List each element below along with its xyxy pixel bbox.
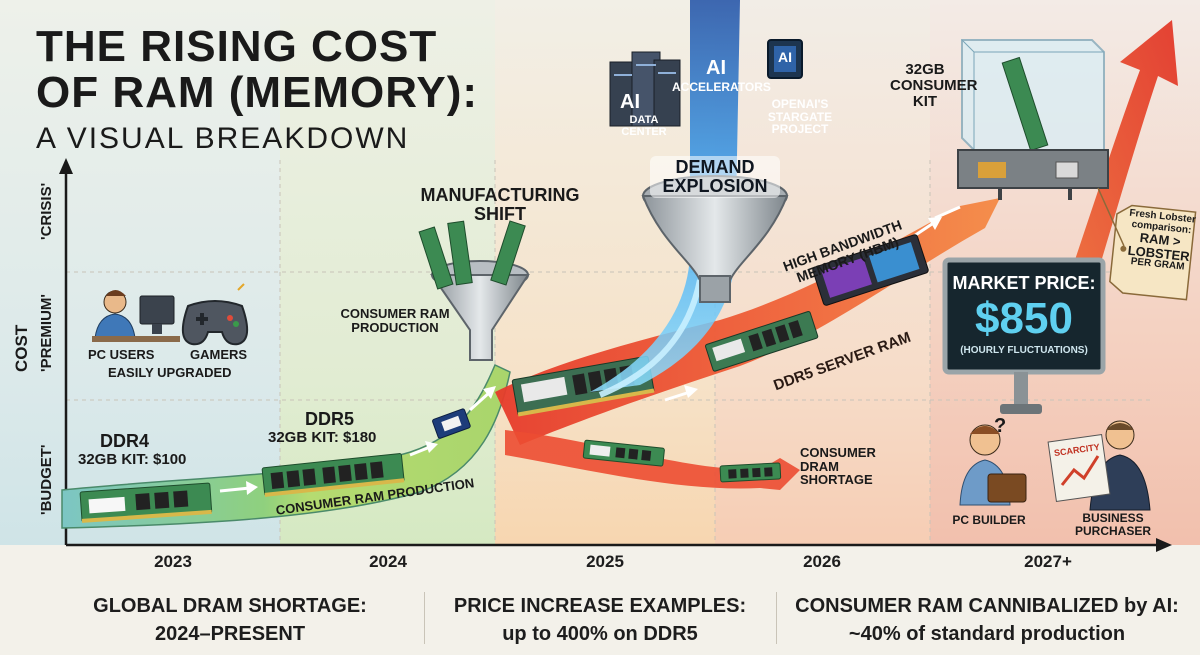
consumer-kit-label: 32GB CONSUMER KIT xyxy=(890,61,978,110)
hbm-chip xyxy=(812,234,929,306)
year-2026: 2026 xyxy=(803,552,841,571)
lobster-tag-text: Fresh Lobster comparison: RAM > LOBSTER … xyxy=(1117,208,1200,275)
pc-user-icon xyxy=(92,290,180,342)
axes xyxy=(59,158,1172,552)
shortage-stick-2 xyxy=(719,462,782,483)
server-stick-2 xyxy=(705,311,819,372)
footer-divider-2 xyxy=(776,592,777,644)
footer-left: GLOBAL DRAM SHORTAGE: 2024–PRESENT xyxy=(40,592,420,648)
ai-data-center-small: DATA CENTER xyxy=(621,114,667,138)
ddr4-stick xyxy=(79,482,213,523)
page-subtitle: A VISUAL BREAKDOWN xyxy=(36,122,410,155)
gamepad-icon xyxy=(181,283,249,346)
footer-divider-1 xyxy=(424,592,425,644)
year-2024: 2024 xyxy=(369,552,407,571)
footer-left-line-2: 2024–PRESENT xyxy=(154,623,306,645)
footer-mid-line-2: up to 400% on DDR5 xyxy=(502,623,698,645)
easily-upgraded-label: EASILY UPGRADED xyxy=(108,365,232,380)
manufacturing-funnel xyxy=(418,220,530,361)
ai-accelerators-small: ACCELERATORS xyxy=(672,80,771,94)
ai-chip-icon xyxy=(767,39,803,79)
page-title: THE RISING COST OF RAM (MEMORY): A VISUA… xyxy=(36,24,478,156)
lobster-tag xyxy=(1109,204,1197,301)
billboard-price: $850 xyxy=(975,294,1073,343)
footer-right-line-2: ~40% of standard production xyxy=(848,623,1126,645)
pc-users-label: PC USERS xyxy=(88,347,155,362)
ddr5-stick xyxy=(261,453,405,497)
shortage-stick-1 xyxy=(582,439,665,467)
billboard-heading: MARKET PRICE: xyxy=(952,273,1096,293)
year-2023: 2023 xyxy=(154,552,192,571)
consumer-production-funnel-label: CONSUMER RAM PRODUCTION xyxy=(340,306,450,335)
title-line-2: OF RAM (MEMORY): xyxy=(36,68,479,117)
server-rack-icon xyxy=(609,51,681,127)
footer-right-line-1: CONSUMER RAM CANNIBALIZED by AI: xyxy=(795,595,1179,617)
business-purchaser-icon xyxy=(1047,420,1151,511)
y-level-premium: 'PREMIUM' xyxy=(38,294,55,372)
title-line-1: THE RISING COST xyxy=(36,22,438,71)
pc-builder-icon xyxy=(959,424,1027,506)
question-mark: ? xyxy=(994,415,1007,437)
demand-explosion-label: DEMAND EXPLOSION xyxy=(650,156,780,198)
billboard-note: (HOURLY FLUCTUATIONS) xyxy=(960,345,1088,356)
pc-builder-label: PC BUILDER xyxy=(952,513,1026,527)
ddr5-name: DDR5 xyxy=(305,409,355,429)
y-axis-label: COST xyxy=(12,324,31,372)
beam-curve xyxy=(598,279,703,398)
chip-icon xyxy=(432,408,471,439)
ai-accelerators-big: AI xyxy=(706,57,726,79)
y-level-budget: 'BUDGET' xyxy=(38,444,55,515)
business-purchaser-label: BUSINESS PURCHASER xyxy=(1074,511,1151,538)
display-case xyxy=(957,39,1109,200)
footer-mid-line-1: PRICE INCREASE EXAMPLES: xyxy=(453,595,747,617)
ddr5-price: 32GB KIT: $180 xyxy=(268,429,377,446)
footer-right: CONSUMER RAM CANNIBALIZED by AI: ~40% of… xyxy=(782,592,1192,648)
billboard xyxy=(942,257,1106,414)
footer-middle: PRICE INCREASE EXAMPLES: up to 400% on D… xyxy=(430,592,770,648)
stargate-label: OPENAI'S STARGATE PROJECT xyxy=(767,97,833,137)
y-level-crisis: 'CRISIS' xyxy=(38,182,55,240)
ddr4-price: 32GB KIT: $100 xyxy=(78,451,187,468)
ddr4-name: DDR4 xyxy=(100,431,150,451)
ai-chip-label: AI xyxy=(778,49,792,65)
consumer-shortage-label: CONSUMER DRAM SHORTAGE xyxy=(800,445,876,488)
manufacturing-shift-label: MANUFACTURING SHIFT xyxy=(420,185,580,224)
year-2025: 2025 xyxy=(586,552,624,571)
gamers-label: GAMERS xyxy=(190,347,248,362)
footer-left-line-1: GLOBAL DRAM SHORTAGE: xyxy=(93,595,367,617)
ai-data-center-big: AI xyxy=(620,91,640,113)
year-2027plus: 2027+ xyxy=(1024,552,1072,571)
